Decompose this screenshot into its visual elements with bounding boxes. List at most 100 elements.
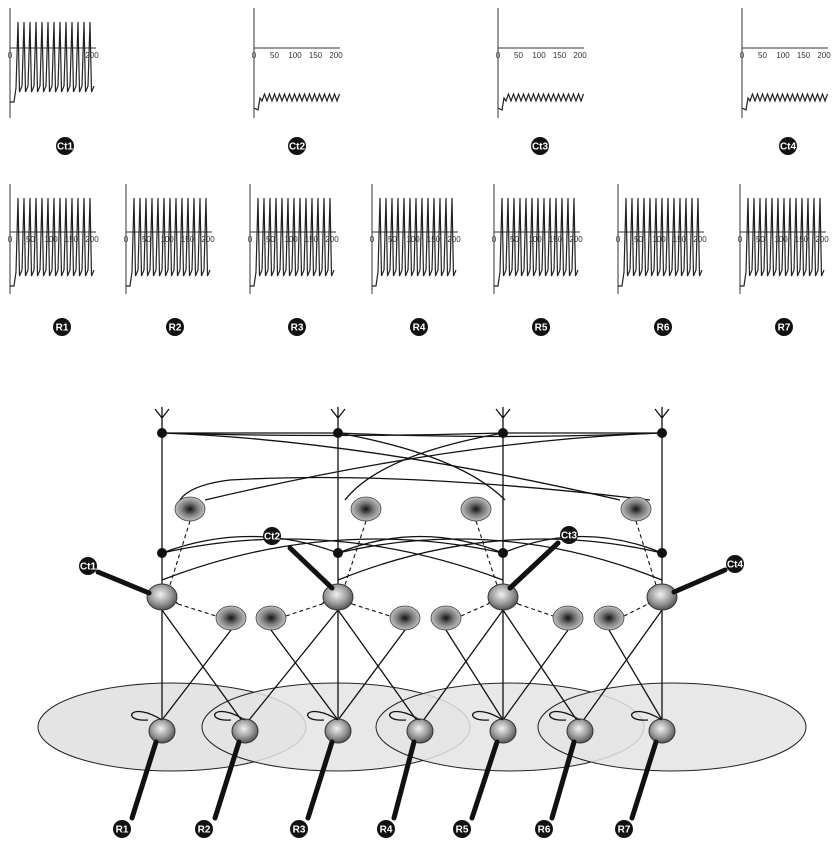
tick-label: 200 xyxy=(569,235,583,244)
trace-waveform xyxy=(253,92,341,111)
trace-waveform xyxy=(10,21,95,103)
tick-label: 0 xyxy=(8,235,13,244)
tick-label: 100 xyxy=(652,235,666,244)
network-diagram: Ct1 Ct2 Ct3 Ct4 R1 R2 R3 R4 xyxy=(37,407,807,838)
label-ct4: Ct4 xyxy=(780,142,797,153)
tick-label: 0 xyxy=(252,51,257,60)
tick-label: 150 xyxy=(305,235,319,244)
tick-label: 200 xyxy=(325,235,339,244)
network-r-label-4: R4 xyxy=(377,820,395,838)
tick-label: 100 xyxy=(774,235,788,244)
tick-label: 0 xyxy=(492,235,497,244)
label-ct3: Ct3 xyxy=(532,142,549,153)
badge-ct3: Ct3 xyxy=(531,137,549,155)
svg-text:R6: R6 xyxy=(538,825,551,836)
badge-r7: R7 xyxy=(775,318,793,336)
tick-label: 150 xyxy=(309,51,323,60)
trace-waveform xyxy=(10,197,95,287)
r-somata xyxy=(130,710,676,744)
svg-text:R3: R3 xyxy=(293,825,306,836)
network-r-label-1: R1 xyxy=(113,820,131,838)
trace-panel-ct1: 0 200 Ct1 xyxy=(8,8,99,155)
tick-label: 0 xyxy=(740,51,745,60)
label-r2: R2 xyxy=(169,323,182,334)
tick-label: 50 xyxy=(758,51,767,60)
upper-interneurons xyxy=(169,496,657,586)
tick-label: 200 xyxy=(693,235,707,244)
trace-waveform xyxy=(740,197,825,287)
tick-label: 200 xyxy=(815,235,829,244)
tick-label: 100 xyxy=(160,235,174,244)
ct-somata xyxy=(146,583,678,611)
interneuron-upper-1 xyxy=(174,496,206,522)
trace-waveform xyxy=(372,197,457,287)
badge-r6: R6 xyxy=(654,318,672,336)
badge-r2: R2 xyxy=(166,318,184,336)
tick-label: 50 xyxy=(270,51,279,60)
svg-text:Ct1: Ct1 xyxy=(80,562,97,573)
top-bus xyxy=(161,432,663,501)
badge-r3: R3 xyxy=(288,318,306,336)
svg-text:R5: R5 xyxy=(456,825,469,836)
tick-label: 100 xyxy=(406,235,420,244)
mid-bus xyxy=(161,535,663,581)
badge-ct1: Ct1 xyxy=(56,137,74,155)
tick-label: 200 xyxy=(85,235,99,244)
label-ct1: Ct1 xyxy=(57,142,74,153)
label-r6: R6 xyxy=(657,323,670,334)
input-lines xyxy=(154,407,670,590)
trace-waveform xyxy=(741,92,829,111)
trace-panel-ct2: 0 50 100 150 200 Ct2 xyxy=(252,8,343,155)
badge-ct2: Ct2 xyxy=(288,137,306,155)
label-ct2: Ct2 xyxy=(289,142,306,153)
label-r7: R7 xyxy=(778,323,791,334)
tick-label: 0 xyxy=(496,51,501,60)
network-r-label-7: R7 xyxy=(615,820,633,838)
tick-label: 150 xyxy=(181,235,195,244)
tick-label: 100 xyxy=(288,51,302,60)
tick-label: 200 xyxy=(329,51,343,60)
badge-r4: R4 xyxy=(410,318,428,336)
svg-text:Ct4: Ct4 xyxy=(727,560,744,571)
interneuron-upper-2 xyxy=(350,496,382,522)
tick-label: 200 xyxy=(447,235,461,244)
tick-label: 150 xyxy=(549,235,563,244)
svg-text:R4: R4 xyxy=(380,825,393,836)
svg-text:Ct2: Ct2 xyxy=(264,532,281,543)
label-r1: R1 xyxy=(56,323,69,334)
svg-text:Ct3: Ct3 xyxy=(561,531,578,542)
tick-label: 0 xyxy=(124,235,129,244)
tick-label: 100 xyxy=(44,235,58,244)
tick-label: 0 xyxy=(248,235,253,244)
tick-label: 150 xyxy=(65,235,79,244)
trace-waveform xyxy=(494,197,579,287)
lower-interneurons xyxy=(177,603,649,631)
badge-r5: R5 xyxy=(532,318,550,336)
tick-label: 200 xyxy=(573,51,587,60)
tick-label: 100 xyxy=(528,235,542,244)
tick-label: 100 xyxy=(532,51,546,60)
projection-lines xyxy=(161,589,663,726)
tick-label: 200 xyxy=(85,51,99,60)
network-ct-label-3: Ct3 xyxy=(560,526,578,544)
tick-label: 0 xyxy=(616,235,621,244)
tick-label: 0 xyxy=(738,235,743,244)
badge-ct4: Ct4 xyxy=(779,137,797,155)
tick-label: 0 xyxy=(8,51,13,60)
label-r5: R5 xyxy=(535,323,548,334)
tick-label: 150 xyxy=(427,235,441,244)
